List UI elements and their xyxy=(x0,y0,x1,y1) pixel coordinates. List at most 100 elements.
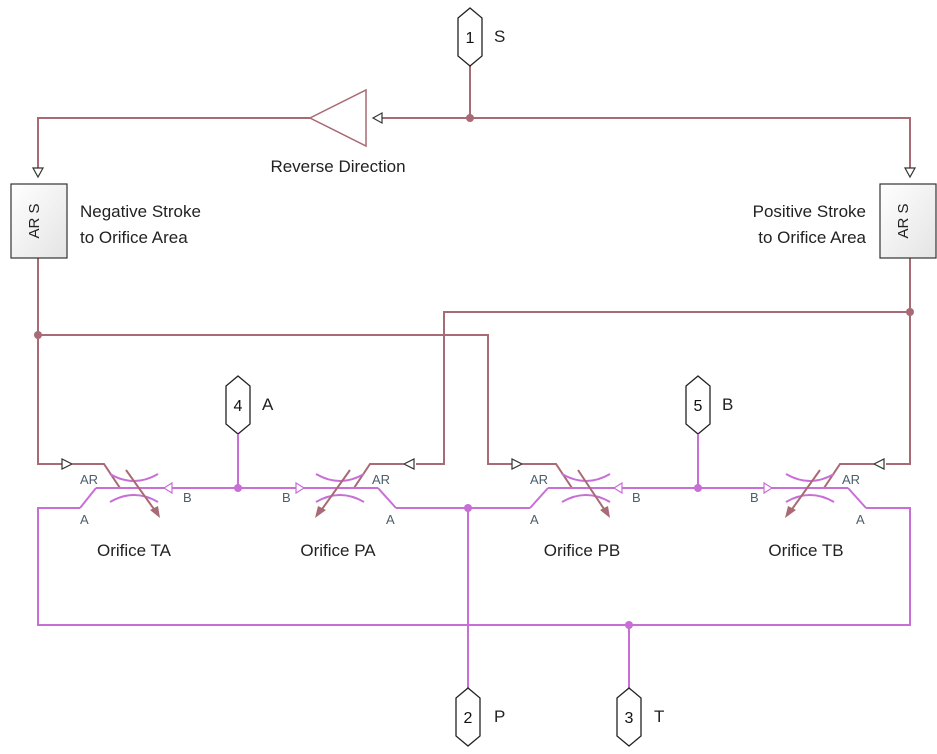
port-b-number: 5 xyxy=(694,398,703,415)
junction-b xyxy=(694,484,702,492)
orifice-pb-restriction-top xyxy=(561,473,611,482)
orifice-pb-arrow-line xyxy=(577,469,607,513)
positive-stroke-label-1: Positive Stroke xyxy=(753,202,866,221)
orifice-pb-port-ar: AR xyxy=(530,472,548,487)
orifice-ta-port-b-icon xyxy=(162,481,173,495)
orifice-tb-arrow-icon xyxy=(785,506,796,518)
line-positive-to-tb[interactable] xyxy=(886,258,911,465)
orifice-pa-port-a: A xyxy=(386,512,395,527)
arrow-in-positive-icon xyxy=(903,167,917,179)
junction-p xyxy=(464,504,472,512)
gain-input-arrow-icon xyxy=(371,111,383,125)
arrow-in-ta-icon xyxy=(61,458,74,470)
orifice-pb-a-stub xyxy=(529,487,549,509)
orifice-ta-label: Orifice TA xyxy=(97,541,172,560)
line-s-to-positive[interactable] xyxy=(382,117,911,168)
orifice-pa-port-b-icon xyxy=(295,481,306,495)
positive-stroke-block[interactable]: AR S Positive Stroke to Orifice Area xyxy=(753,183,937,259)
port-a[interactable]: 4 A xyxy=(225,375,274,444)
port-s-name: S xyxy=(494,27,505,46)
port-t-hexagon-icon xyxy=(616,687,642,747)
orifice-pb-label: Orifice PB xyxy=(544,541,621,560)
port-b-name: B xyxy=(722,395,733,414)
orifice-tb-port-ar: AR xyxy=(842,472,860,487)
orifice-pa-restriction-bottom xyxy=(315,494,365,503)
orifice-ta-arrow-icon xyxy=(150,506,160,518)
port-a-hexagon-icon xyxy=(225,375,251,435)
port-t-number: 3 xyxy=(625,710,634,727)
junction-positive xyxy=(906,308,914,316)
arrow-in-pb-icon xyxy=(511,458,524,470)
orifice-pb-restriction-bottom xyxy=(561,494,611,503)
orifice-tb-restriction-bottom xyxy=(785,494,835,503)
signal-lines xyxy=(31,66,917,470)
orifice-ta-arrow-line xyxy=(125,469,157,513)
negative-block-box xyxy=(10,183,68,259)
positive-block-box xyxy=(879,183,937,259)
orifice-tb-port-a: A xyxy=(856,512,865,527)
orifice-ta-block[interactable]: AR A B Orifice TA xyxy=(72,463,192,560)
port-b[interactable]: 5 B xyxy=(685,375,733,444)
negative-stroke-label-1: Negative Stroke xyxy=(80,202,201,221)
port-a-number: 4 xyxy=(234,398,243,415)
port-s-number: 1 xyxy=(466,30,475,47)
line-t-loop[interactable] xyxy=(37,507,911,626)
port-p-hexagon-icon xyxy=(455,687,481,747)
port-p-name: P xyxy=(494,707,505,726)
port-s[interactable]: 1 S xyxy=(457,7,505,67)
line-negative-to-ta[interactable] xyxy=(37,258,62,465)
orifice-pa-port-b: B xyxy=(282,490,291,505)
port-p[interactable]: 2 P xyxy=(455,687,505,747)
orifice-pa-arrow-line xyxy=(319,469,351,513)
reverse-direction-block[interactable]: Reverse Direction xyxy=(270,88,406,176)
orifice-pb-port-b: B xyxy=(632,490,641,505)
orifice-ta-port-a: A xyxy=(80,512,89,527)
orifice-tb-port-b: B xyxy=(750,490,759,505)
port-p-number: 2 xyxy=(464,710,473,727)
arrow-in-tb-icon xyxy=(872,458,885,470)
orifice-tb-a-stub xyxy=(847,487,867,509)
orifice-ta-port-ar: AR xyxy=(80,472,98,487)
orifice-pa-restriction-top xyxy=(315,473,365,482)
orifice-pb-arrow-icon xyxy=(600,506,610,518)
line-positive-to-pa[interactable] xyxy=(416,311,910,465)
orifice-ta-restriction-bottom xyxy=(109,494,159,503)
hydraulic-lines xyxy=(37,444,911,688)
orifice-tb-block[interactable]: AR A B Orifice TB xyxy=(750,463,874,560)
line-gain-to-negative[interactable] xyxy=(37,117,310,168)
orifice-tb-restriction-top xyxy=(785,473,835,482)
port-t[interactable]: 3 T xyxy=(616,687,664,747)
orifice-tb-port-b-icon xyxy=(763,481,774,495)
junction-t xyxy=(625,621,633,629)
orifice-pb-port-b-icon xyxy=(612,481,623,495)
port-t-name: T xyxy=(654,707,664,726)
line-negative-to-pb[interactable] xyxy=(38,334,512,465)
port-s-hexagon-icon xyxy=(457,7,483,67)
orifice-pa-arrow-icon xyxy=(315,506,326,518)
orifice-pa-port-ar: AR xyxy=(372,472,390,487)
orifice-pa-block[interactable]: AR A B Orifice PA xyxy=(282,463,404,560)
junction-s xyxy=(466,114,474,122)
orifice-pa-a-stub xyxy=(377,487,397,509)
positive-stroke-label-2: to Orifice Area xyxy=(758,228,866,247)
orifice-pb-block[interactable]: AR A B Orifice PB xyxy=(522,463,641,560)
gain-triangle-icon xyxy=(308,88,367,148)
orifice-pa-label: Orifice PA xyxy=(300,541,376,560)
orifice-tb-arrow-line xyxy=(789,469,821,513)
junction-negative xyxy=(34,331,42,339)
orifice-ta-a-stub xyxy=(79,487,97,509)
positive-block-icon-text: AR S xyxy=(895,203,912,238)
negative-stroke-block[interactable]: AR S Negative Stroke to Orifice Area xyxy=(10,183,201,259)
orifice-tb-label: Orifice TB xyxy=(768,541,843,560)
reverse-direction-label: Reverse Direction xyxy=(270,157,405,176)
orifice-pb-port-a: A xyxy=(530,512,539,527)
port-b-hexagon-icon xyxy=(685,375,711,435)
arrow-in-negative-icon xyxy=(31,167,45,179)
port-a-name: A xyxy=(262,395,274,414)
negative-stroke-label-2: to Orifice Area xyxy=(80,228,188,247)
orifice-ta-port-b: B xyxy=(183,490,192,505)
negative-block-icon-text: AR S xyxy=(26,203,43,238)
arrow-in-pa-icon xyxy=(402,458,415,470)
junction-a xyxy=(234,484,242,492)
